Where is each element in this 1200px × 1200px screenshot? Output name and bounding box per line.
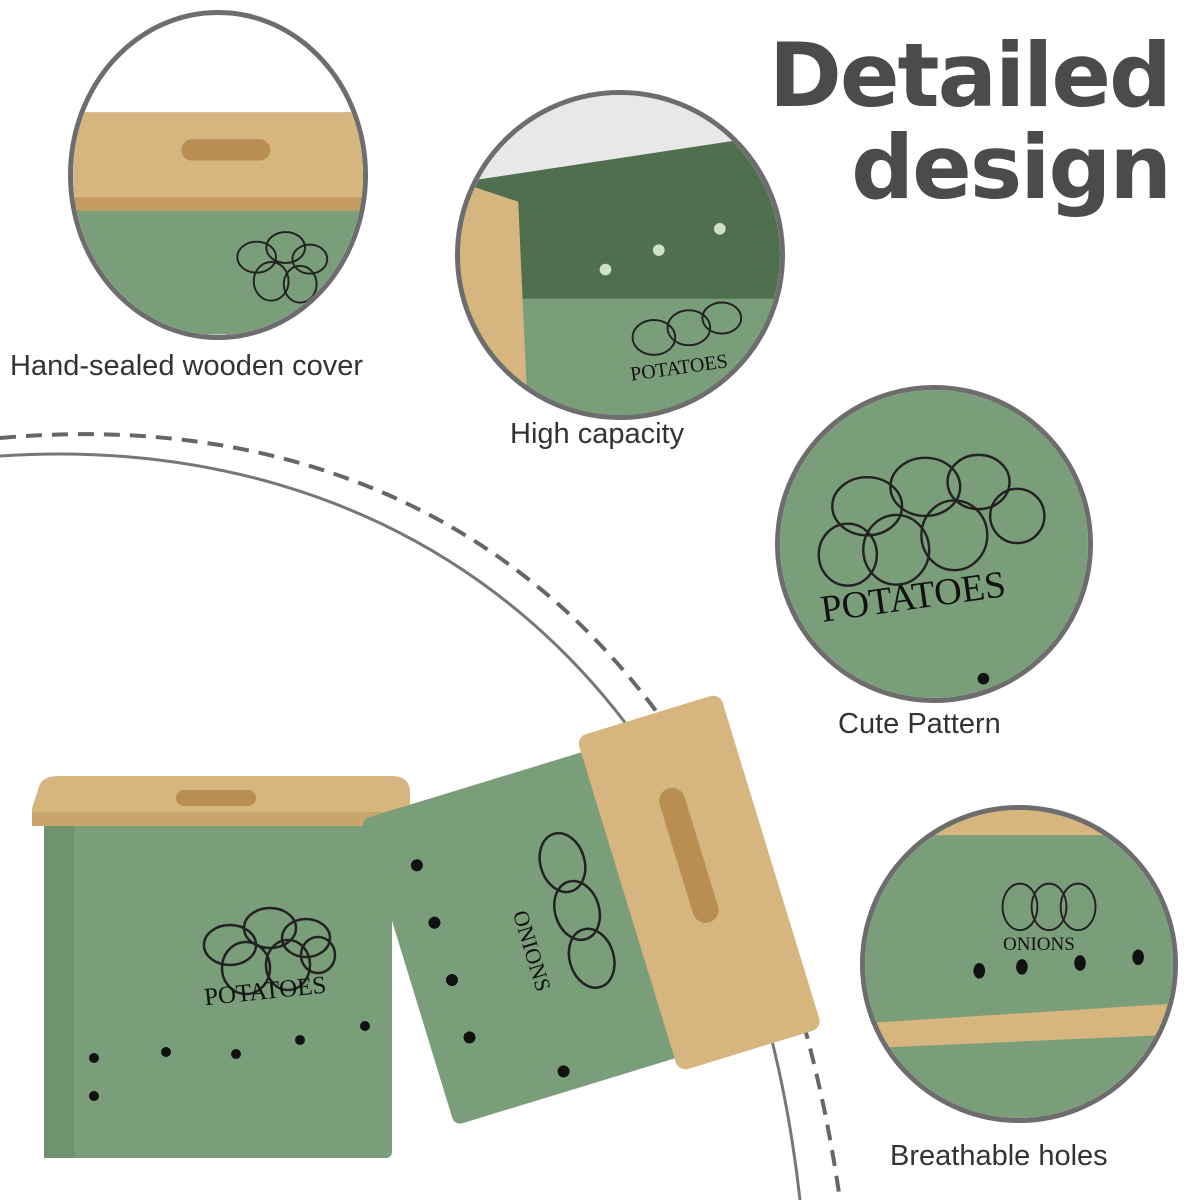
breathable-hole-row (89, 1021, 370, 1101)
caption-holes: Breathable holes (890, 1140, 1108, 1172)
pattern-detail-image (780, 390, 1088, 698)
holes-detail-image (865, 810, 1173, 1118)
dashed-arc (0, 432, 842, 1200)
capacity-detail-image (460, 95, 780, 415)
caption-cover: Hand-sealed wooden cover (10, 350, 364, 382)
detail-circle-holes: ONIONS (860, 805, 1178, 1123)
onions-box (363, 695, 820, 1124)
holes-label: ONIONS (1003, 934, 1075, 955)
headline: Detailed design (750, 24, 1172, 219)
caption-pattern: Cute Pattern (838, 708, 1001, 740)
caption-capacity: High capacity (510, 418, 685, 450)
headline-line-1: Detailed (768, 24, 1172, 127)
breathable-hole-row (410, 859, 570, 1078)
potato-drawing (202, 906, 337, 996)
onion-drawing (538, 831, 616, 989)
detail-circle-cover (68, 10, 368, 340)
potatoes-box (32, 776, 410, 1158)
cover-detail-image (73, 15, 363, 335)
headline-line-2: design (851, 116, 1172, 219)
detail-circle-pattern: POTATOES (775, 385, 1093, 703)
detail-circle-capacity: POTATOES (455, 90, 785, 420)
